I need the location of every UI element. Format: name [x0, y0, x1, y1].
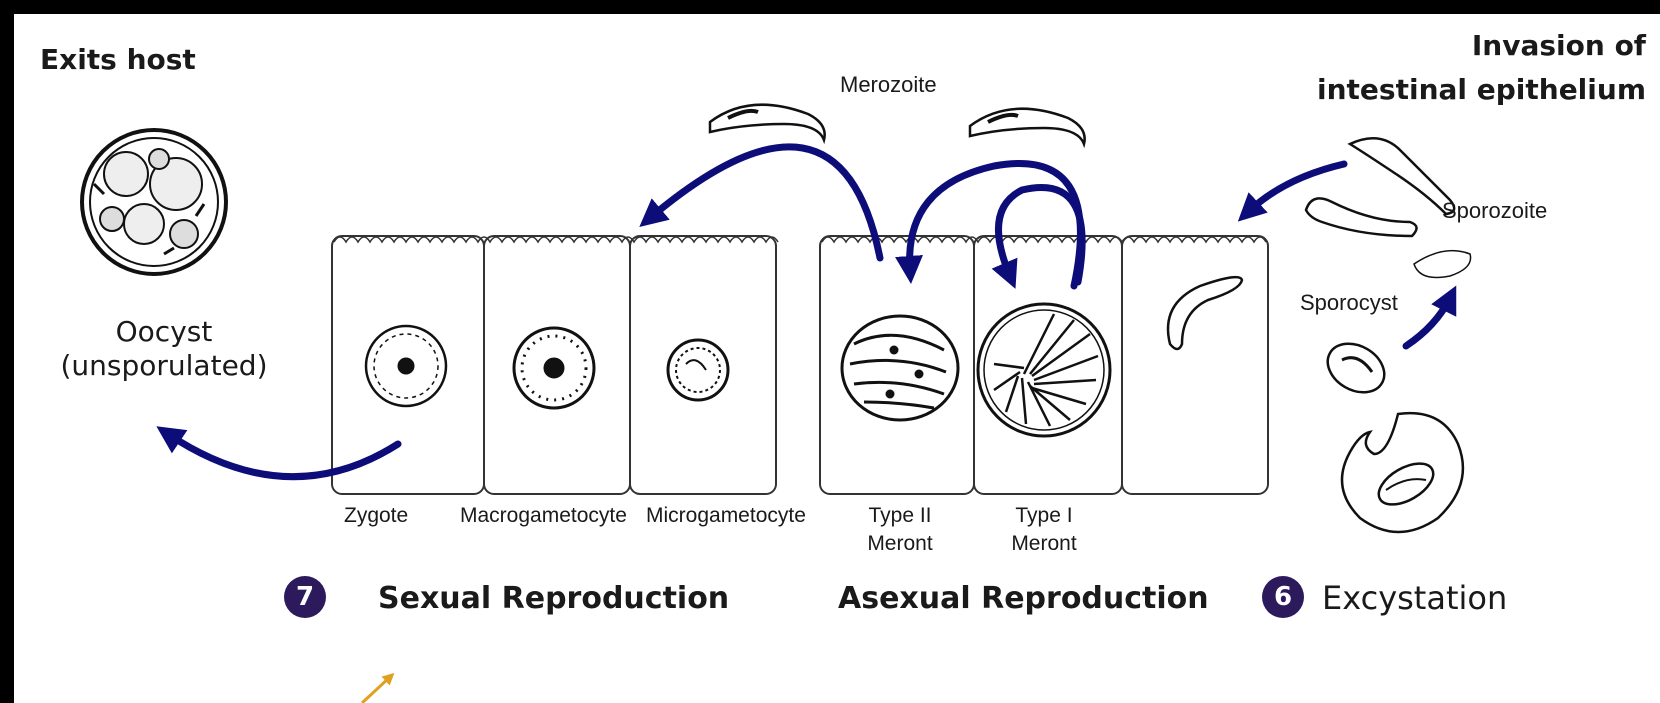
merozoite-right: [970, 109, 1085, 144]
cursor-arrow: [362, 677, 390, 703]
oocyst-illustration: [82, 130, 226, 274]
macrogametocyte-label: Macrogametocyte: [460, 504, 627, 528]
lifecycle-diagram: Exits host Invasion of intestinal epithe…: [14, 14, 1660, 703]
exits-host-label: Exits host: [40, 44, 196, 76]
sexual-reproduction-label: Sexual Reproduction: [378, 582, 729, 617]
type1-label-line2: Meront: [1004, 532, 1084, 556]
excystation-stage-number-badge: 6: [1262, 576, 1304, 618]
oocyst-label-line2: (unsporulated): [34, 350, 294, 382]
sporocyst-illustration: [1319, 334, 1393, 402]
type2-label-line1: Type II: [860, 504, 940, 528]
microgametocyte-label: Microgametocyte: [646, 504, 806, 528]
invasion-label-line1: Invasion of: [1472, 30, 1646, 62]
zygote-label: Zygote: [344, 504, 408, 528]
type2-label-line2: Meront: [860, 532, 940, 556]
asexual-reproduction-label: Asexual Reproduction: [838, 582, 1209, 617]
epithelial-cell-row: [332, 236, 1268, 494]
merozoite-label: Merozoite: [840, 72, 937, 97]
ruptured-oocyst-illustration: [1342, 413, 1463, 532]
type1-label-line1: Type I: [1004, 504, 1084, 528]
sporocyst-label: Sporocyst: [1300, 290, 1398, 315]
invasion-label-line2: intestinal epithelium: [1317, 74, 1646, 106]
arrow-sporocyst-to-sporozoite: [1406, 298, 1450, 346]
epithelial-cell-empty: [1122, 236, 1268, 494]
excystation-label: Excystation: [1322, 580, 1507, 617]
oocyst-label-line1: Oocyst: [54, 316, 274, 348]
merozoite-left: [710, 105, 825, 140]
sporozoite-label: Sporozoite: [1442, 198, 1547, 223]
sexual-stage-number-badge: 7: [284, 576, 326, 618]
